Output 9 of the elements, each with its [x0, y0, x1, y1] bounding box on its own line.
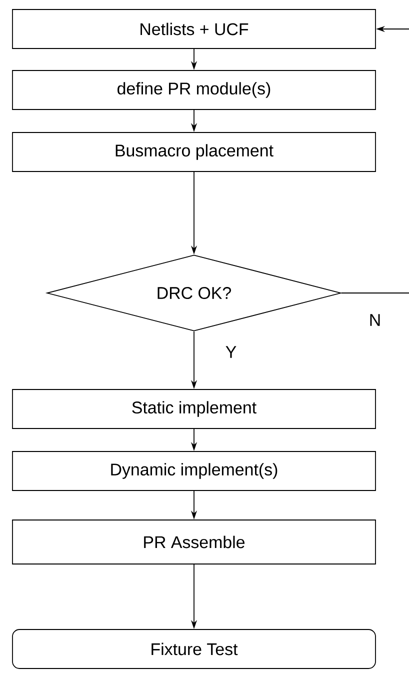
process-box: define PR module(s)	[12, 70, 376, 110]
process-box: Busmacro placement	[12, 132, 376, 172]
terminal-box: Fixture Test	[12, 629, 376, 669]
process-box: PR Assemble	[12, 520, 376, 564]
process-box: Static implement	[12, 389, 376, 429]
process-box: Netlists + UCF	[12, 9, 376, 49]
edge-label: N	[368, 313, 382, 327]
edge-label: Y	[224, 345, 238, 359]
process-box: Dynamic implement(s)	[12, 451, 376, 491]
